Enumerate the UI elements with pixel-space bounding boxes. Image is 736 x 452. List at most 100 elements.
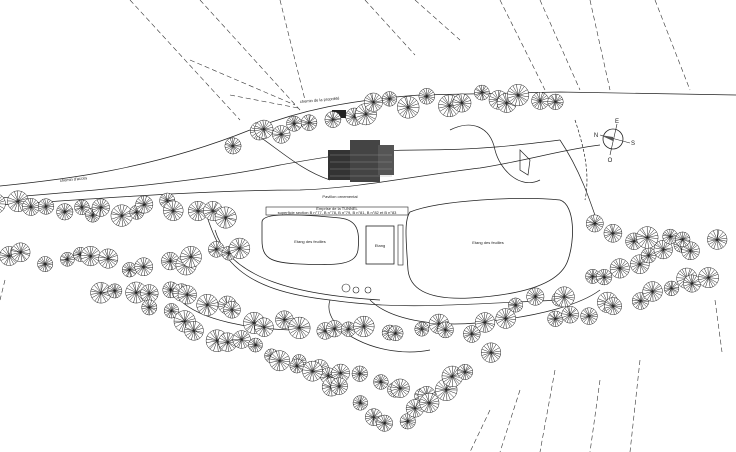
tree-icon	[654, 240, 673, 259]
tree-icon	[526, 287, 544, 306]
tree-icon	[38, 198, 54, 215]
tree-icon	[636, 226, 659, 249]
tree-icon	[495, 308, 516, 329]
tree-icon	[7, 190, 29, 212]
tree-icon	[452, 93, 472, 113]
tree-icon	[406, 399, 424, 418]
tree-icon	[232, 330, 251, 349]
tree-icon	[223, 301, 241, 319]
tree-icon	[437, 321, 454, 338]
tree-icon	[418, 88, 435, 105]
tree-icon	[56, 203, 74, 221]
tree-icon	[163, 200, 184, 221]
tree-icon	[419, 393, 439, 413]
trees	[0, 84, 728, 432]
section-subtitle: superficie section B n°77, B n°78, B n°7…	[278, 210, 398, 215]
pond-right-label: Etang des feuilles	[472, 240, 504, 245]
tree-icon	[596, 269, 612, 285]
tree-icon	[272, 125, 291, 144]
tree-icon	[698, 267, 719, 288]
compass-s: S	[631, 141, 635, 147]
tree-icon	[90, 282, 112, 304]
tree-icon	[208, 241, 225, 258]
tree-icon	[382, 91, 397, 107]
compass-n: N	[594, 133, 598, 139]
tree-icon	[457, 364, 473, 380]
tree-icon	[224, 137, 242, 155]
tree-icon	[481, 342, 501, 363]
tree-icon	[122, 262, 137, 278]
tree-icon	[326, 320, 343, 337]
tree-icon	[632, 292, 649, 310]
road-label-1: chemin de la propriété	[300, 95, 341, 103]
tree-icon	[288, 317, 311, 339]
tree-icon	[330, 377, 348, 395]
tree-icon	[441, 365, 463, 387]
tree-icon	[707, 229, 727, 250]
tree-icon	[662, 229, 678, 245]
tree-icon	[60, 252, 75, 267]
tree-icon	[474, 85, 490, 101]
tree-icon	[141, 299, 157, 316]
tree-icon	[399, 413, 416, 430]
tree-icon	[134, 257, 153, 276]
tree-icon	[98, 248, 118, 269]
tree-icon	[214, 206, 237, 229]
tree-icon	[388, 325, 404, 341]
tree-icon	[681, 241, 700, 260]
tree-icon	[397, 96, 420, 119]
compass-o: O	[608, 158, 613, 164]
tree-icon	[642, 281, 663, 302]
tree-icon	[554, 286, 575, 307]
tree-icon	[376, 414, 393, 432]
tree-icon	[373, 374, 389, 390]
tree-icon	[664, 280, 679, 296]
pond-small-label: Etang	[375, 243, 385, 248]
tree-icon	[414, 322, 429, 337]
tree-icon	[286, 116, 302, 132]
tree-icon	[301, 114, 317, 131]
tree-icon	[275, 310, 294, 329]
tree-icon	[675, 231, 691, 247]
tree-icon	[269, 350, 290, 371]
tree-icon	[184, 321, 204, 341]
tree-icon	[547, 93, 564, 110]
tree-icon	[188, 201, 208, 221]
tree-icon	[630, 254, 650, 274]
road-label-2: chemin d'accès	[60, 175, 88, 183]
tree-icon	[324, 111, 342, 128]
tree-icon	[463, 325, 481, 343]
tree-icon	[74, 199, 90, 215]
tree-icon	[135, 195, 153, 214]
tree-icon	[229, 238, 250, 259]
tree-icon	[254, 317, 274, 337]
tree-icon	[107, 283, 122, 299]
tree-icon	[475, 312, 495, 333]
tree-icon	[547, 311, 564, 327]
tree-icon	[531, 92, 549, 110]
tree-icon	[289, 358, 304, 374]
tree-icon	[302, 361, 323, 382]
tree-icon	[351, 365, 368, 382]
tree-icon	[0, 195, 6, 213]
tree-icon	[641, 247, 657, 264]
small-circles	[341, 283, 372, 294]
tree-icon	[22, 198, 40, 216]
tree-icon	[11, 242, 31, 262]
tree-icon	[164, 303, 179, 319]
tree-icon	[683, 274, 701, 293]
tree-canopy	[0, 194, 6, 213]
tree-icon	[218, 332, 237, 352]
tree-icon	[604, 297, 622, 315]
compass-rose: E N S O	[594, 119, 635, 164]
pavilion-label: Pavillon ornemental	[322, 194, 357, 199]
tree-icon	[248, 338, 263, 353]
tree-icon	[364, 93, 383, 112]
pond-left: Etang des feuilles	[261, 214, 359, 266]
tree-icon	[580, 307, 598, 325]
tree-icon	[178, 285, 197, 305]
tree-icon	[353, 316, 375, 337]
